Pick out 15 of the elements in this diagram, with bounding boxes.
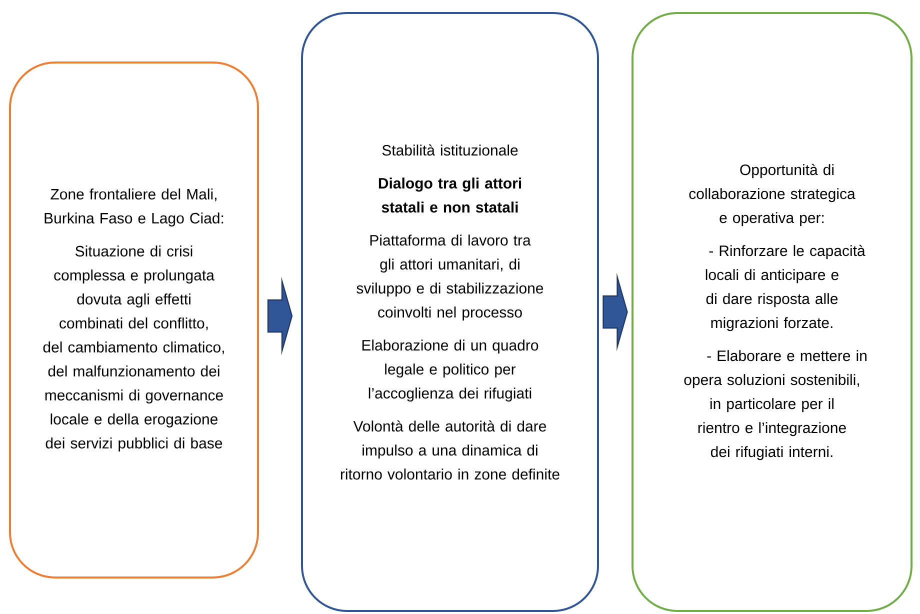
- box-text: Elaborazione di un quadro legale e politico per l’accoglienza dei rifugiati: [362, 340, 538, 402]
- process-box: [301, 12, 599, 612]
- box-text: - Rinforzare le capacità locali di anticipare e di dare risposta alle migrazioni forzate.: [706, 244, 866, 332]
- box-text: Volontà delle autorità di dare impulso a una dinamica di ritorno volontario in zone definite: [340, 420, 560, 480]
- block-arrow: [267, 276, 293, 356]
- process-box: [9, 62, 259, 578]
- box-text: Stabilità istituzionale: [382, 144, 518, 156]
- box-text: Zone frontaliere del Mali, Burkina Faso e Lago Ciad:: [44, 188, 224, 226]
- box-text: - Elaborare e mettere in opera soluzioni sostenibili, in particolare per il rientro e l’integrazione dei rifugiati interni.: [684, 350, 866, 460]
- box-text: Dialogo tra gli attori statali e non statali: [378, 178, 522, 213]
- box-text: Situazione di crisi complessa e prolungata dovuta agli effetti combinati del conflitto, del cambiamento climatico, del malfunzionamento dei meccanismi di governance locale e della erogazione dei servizi pubblici di base: [43, 246, 224, 452]
- box-text: Opportunità di collaborazione strategica e operativa per:: [689, 164, 856, 226]
- box-text: Piattaforma di lavoro tra gli attori umanitari, di sviluppo e di stabilizzazione coinvolti nel processo: [356, 234, 544, 321]
- block-arrow: [602, 272, 628, 352]
- process-box: [632, 12, 912, 612]
